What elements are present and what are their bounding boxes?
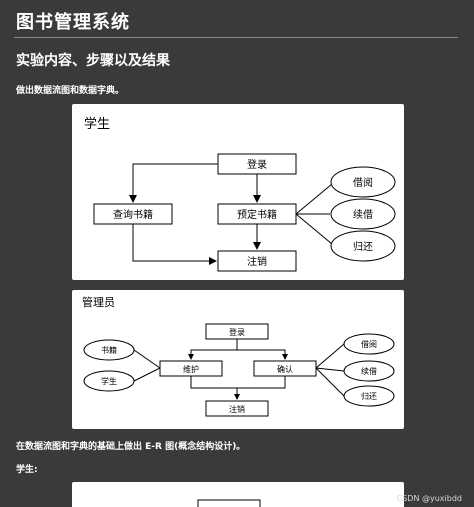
student-diagram-title: 学生 bbox=[84, 116, 110, 132]
title-divider bbox=[14, 37, 458, 38]
student-borrow-label: 借阅 bbox=[353, 176, 373, 189]
student-return-ellipse bbox=[330, 230, 396, 262]
admin-return-label: 归还 bbox=[361, 391, 377, 401]
admin-confirm-label: 确认 bbox=[277, 364, 293, 374]
intro-paragraph: 做出数据流图和数据字典。 bbox=[16, 86, 125, 96]
student-line-return bbox=[295, 213, 333, 245]
admin-borrow-ellipse bbox=[343, 333, 395, 355]
student-arrow-login-query bbox=[129, 163, 218, 203]
student-borrow-ellipse bbox=[330, 166, 396, 198]
student-line-borrow bbox=[295, 183, 333, 215]
er-entity-box bbox=[197, 499, 261, 507]
admin-books-label: 书籍 bbox=[101, 345, 117, 355]
admin-diagram-title: 管理员 bbox=[82, 295, 115, 309]
admin-arrow-login-maintain bbox=[188, 339, 238, 360]
student-query-label: 查询书籍 bbox=[113, 208, 153, 221]
admin-borrow-label: 借阅 bbox=[361, 339, 377, 349]
admin-arrow-maintain-logout bbox=[190, 376, 240, 400]
admin-students-label: 学生 bbox=[101, 376, 117, 386]
er-paragraph: 在数据流图和字典的基础上做出 E-R 图(概念结构设计)。 bbox=[16, 442, 246, 452]
student-flow-diagram: 学生 登录 查询书籍 预定书籍 注销 借阅 续借 归还 bbox=[72, 104, 404, 280]
student-logout-box bbox=[217, 250, 297, 272]
student-reserve-label: 预定书籍 bbox=[237, 208, 277, 221]
student-logout-label: 注销 bbox=[247, 255, 267, 268]
admin-maintain-label: 维护 bbox=[183, 364, 199, 374]
student-renew-label: 续借 bbox=[353, 208, 373, 221]
admin-logout-box bbox=[205, 400, 269, 417]
admin-flow-diagram: 管理员 登录 维护 确认 注销 书籍 学生 借阅 续借 归还 bbox=[72, 290, 404, 429]
admin-renew-label: 续借 bbox=[361, 366, 377, 376]
student-renew-ellipse bbox=[330, 198, 396, 230]
student-login-label: 登录 bbox=[247, 158, 267, 171]
student-er-diagram bbox=[72, 482, 404, 507]
admin-arrow-confirm-logout bbox=[237, 376, 286, 389]
student-subheading: 学生: bbox=[16, 465, 38, 475]
page-title: 图书管理系统 bbox=[16, 12, 130, 33]
admin-line-renew bbox=[315, 367, 345, 372]
admin-books-ellipse bbox=[83, 339, 135, 361]
admin-renew-ellipse bbox=[343, 360, 395, 382]
admin-line-students bbox=[133, 367, 161, 382]
admin-line-return bbox=[315, 367, 345, 397]
admin-login-label: 登录 bbox=[229, 327, 245, 337]
admin-arrow-login-confirm bbox=[237, 349, 288, 360]
watermark: CSDN @yuxibdd bbox=[396, 494, 462, 503]
admin-line-books bbox=[133, 349, 161, 369]
student-return-label: 归还 bbox=[353, 240, 373, 253]
admin-line-borrow bbox=[315, 343, 345, 369]
admin-return-ellipse bbox=[343, 385, 395, 407]
section-heading: 实验内容、步骤以及结果 bbox=[16, 53, 170, 69]
admin-students-ellipse bbox=[83, 370, 135, 392]
student-arrow-query-logout bbox=[132, 224, 217, 265]
admin-logout-label: 注销 bbox=[229, 404, 245, 414]
